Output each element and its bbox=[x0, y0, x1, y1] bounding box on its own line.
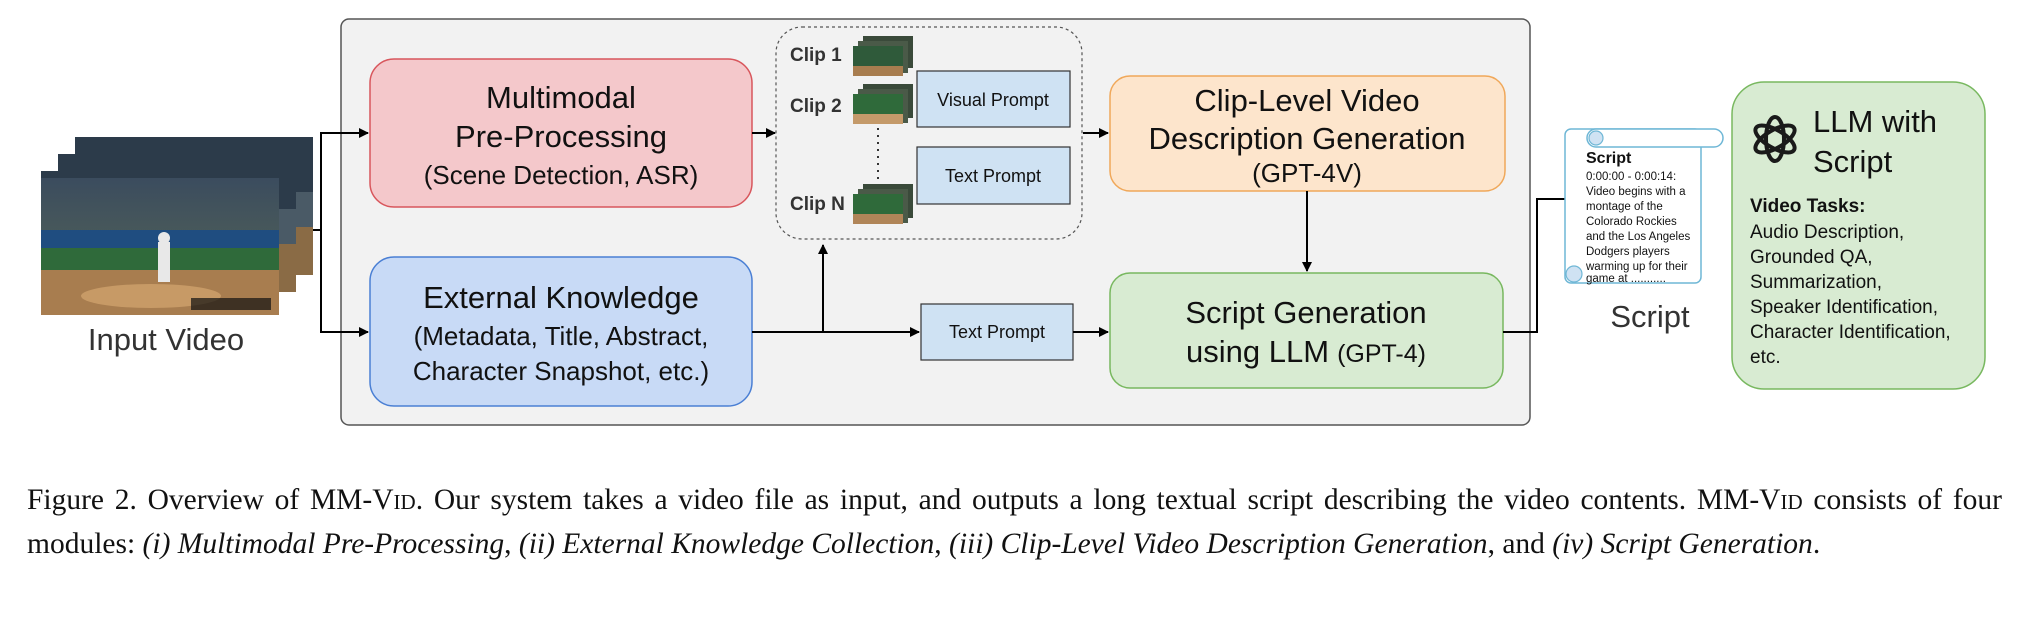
preprocessing-title-line1: Multimodal bbox=[486, 80, 636, 115]
clip1-label: Clip 1 bbox=[790, 45, 842, 66]
clip2-thumbnails bbox=[853, 84, 913, 124]
script-document: Script 0:00:00 - 0:00:14: Video begins w… bbox=[1564, 128, 1724, 285]
llm-task-6: etc. bbox=[1750, 347, 1781, 368]
llm-task-2: Grounded QA, bbox=[1750, 247, 1873, 268]
script-generation-box bbox=[1109, 272, 1504, 389]
caption-s1-sc: id bbox=[393, 484, 416, 516]
clipN-label: Clip N bbox=[790, 194, 845, 215]
caption-sep-3: , and bbox=[1487, 528, 1553, 560]
input-video-thumbnails bbox=[41, 137, 313, 315]
openai-logo-icon bbox=[1753, 115, 1797, 163]
script-doc-title: Script bbox=[1586, 150, 1632, 167]
caption-s1-post: . Our system takes a video file as input… bbox=[415, 484, 1687, 516]
figure-caption: Figure 2. Overview of MM-Vid. Our system… bbox=[27, 478, 2002, 566]
clip-text-prompt-box bbox=[916, 146, 1071, 205]
clip1-thumbnails bbox=[853, 36, 913, 76]
caption-s2-sc: id bbox=[1780, 484, 1803, 516]
llm-title-line2: Script bbox=[1813, 144, 1893, 179]
clip-text-prompt-label: Text Prompt bbox=[945, 166, 1041, 186]
script-label: Script bbox=[1610, 299, 1690, 334]
script-generation-line2: using LLM (GPT-4) bbox=[1186, 334, 1426, 369]
script-doc-line-4: Colorado Rockies bbox=[1586, 216, 1677, 228]
text-prompt-label: Text Prompt bbox=[949, 322, 1045, 342]
clips-container bbox=[775, 26, 1083, 240]
script-doc-line-8: game at ........... bbox=[1586, 273, 1666, 285]
external-knowledge-line3: Character Snapshot, etc.) bbox=[413, 356, 709, 386]
visual-prompt-label: Visual Prompt bbox=[937, 90, 1049, 110]
figure-label: Figure 2. bbox=[27, 484, 137, 516]
script-doc-line-7: warming up for their bbox=[1585, 261, 1688, 273]
caption-s2-post: consists of four modules: bbox=[27, 484, 2002, 560]
external-knowledge-title: External Knowledge bbox=[423, 280, 699, 315]
caption-sep-1: , bbox=[504, 528, 519, 560]
input-arrows bbox=[313, 128, 369, 337]
llm-panel bbox=[1731, 81, 1986, 390]
caption-end: . bbox=[1812, 528, 1821, 560]
llm-task-4: Speaker Identification, bbox=[1750, 297, 1938, 318]
caption-module-3: (iii) Clip-Level Video Description Gener… bbox=[949, 528, 1488, 560]
text-prompt-box bbox=[920, 303, 1074, 361]
external-knowledge-line2: (Metadata, Title, Abstract, bbox=[414, 321, 709, 351]
llm-title-line1: LLM with bbox=[1813, 104, 1937, 139]
arrow-scriptgen-to-script bbox=[1503, 194, 1577, 333]
caption-module-4: (iv) Script Generation bbox=[1552, 528, 1813, 560]
caption-module-1: (i) Multimodal Pre-Processing bbox=[142, 528, 505, 560]
script-doc-line-3: montage of the bbox=[1586, 201, 1663, 213]
script-doc-line-6: Dodgers players bbox=[1586, 246, 1670, 258]
script-generation-line2-main: using LLM bbox=[1186, 334, 1329, 369]
caption-s2-pre: MM-V bbox=[1696, 484, 1781, 516]
llm-task-5: Character Identification, bbox=[1750, 322, 1951, 343]
caption-s1-pre: Overview of MM-V bbox=[147, 484, 394, 516]
preprocessing-title-line2: Pre-Processing bbox=[455, 119, 667, 154]
clip-level-line3: (GPT-4V) bbox=[1252, 158, 1362, 188]
preprocessing-subtitle: (Scene Detection, ASR) bbox=[424, 160, 699, 190]
llm-tasks-heading: Video Tasks: bbox=[1750, 196, 1865, 217]
script-generation-line2-small: (GPT-4) bbox=[1337, 340, 1426, 368]
llm-task-1: Audio Description, bbox=[1750, 222, 1904, 243]
caption-module-2: (ii) External Knowledge Collection bbox=[518, 528, 935, 560]
script-generation-line1: Script Generation bbox=[1185, 295, 1426, 330]
clip2-label: Clip 2 bbox=[790, 96, 842, 117]
script-doc-line-2: Video begins with a bbox=[1586, 186, 1686, 198]
caption-sep-2: , bbox=[934, 528, 950, 560]
clip-level-line1: Clip-Level Video bbox=[1194, 83, 1419, 118]
clipN-thumbnails bbox=[853, 184, 913, 224]
llm-task-3: Summarization, bbox=[1750, 272, 1882, 293]
script-doc-line-5: and the Los Angeles bbox=[1586, 231, 1690, 243]
clip-level-line2: Description Generation bbox=[1148, 121, 1465, 156]
script-doc-line-1: 0:00:00 - 0:00:14: bbox=[1586, 171, 1676, 183]
input-video-label: Input Video bbox=[88, 322, 244, 357]
external-knowledge-arrows bbox=[752, 244, 920, 337]
visual-prompt-box bbox=[916, 70, 1071, 128]
